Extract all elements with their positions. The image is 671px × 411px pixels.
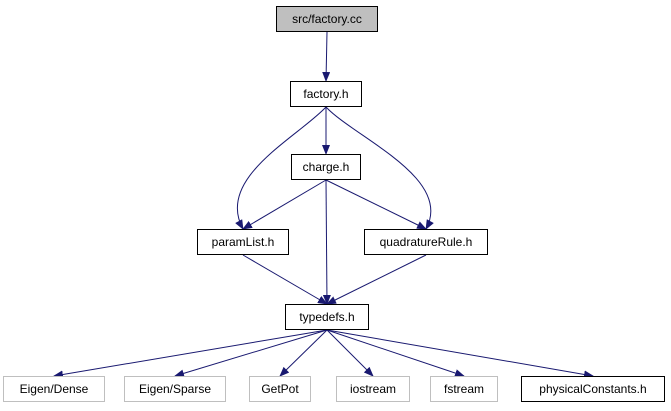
node-physicalconstants-h[interactable]: physicalConstants.h	[521, 376, 665, 402]
node-label: paramList.h	[211, 235, 275, 249]
node-iostream: iostream	[336, 376, 410, 402]
edge-factory-h-to-quadrature-h	[325, 106, 434, 230]
edge-typedefs-h-to-eigen-dense	[53, 329, 328, 379]
node-charge-h[interactable]: charge.h	[291, 154, 361, 180]
node-quadraturerule-h[interactable]: quadratureRule.h	[364, 229, 488, 255]
edge-charge-h-to-quadrature-h	[325, 179, 427, 230]
node-typedefs-h[interactable]: typedefs.h	[285, 304, 369, 330]
node-label: Eigen/Dense	[19, 382, 89, 396]
node-label: factory.h	[303, 87, 349, 101]
node-label: physicalConstants.h	[539, 382, 647, 396]
edge-paramlist-h-to-typedefs-h	[242, 254, 328, 305]
node-label: charge.h	[302, 160, 350, 174]
node-label: fstream	[443, 382, 484, 396]
edge-charge-h-to-paramlist-h	[242, 179, 327, 230]
node-label: GetPot	[261, 382, 299, 396]
node-factory-h[interactable]: factory.h	[290, 81, 362, 107]
node-getpot: GetPot	[249, 376, 311, 402]
edge-quadrature-h-to-typedefs-h	[326, 254, 427, 305]
node-label: src/factory.cc	[292, 12, 362, 26]
node-eigen-dense: Eigen/Dense	[3, 376, 105, 402]
edge-typedefs-h-to-iostream	[326, 329, 374, 377]
edge-factory-cc-to-factory-h	[322, 31, 331, 82]
node-eigen-sparse: Eigen/Sparse	[124, 376, 226, 402]
edge-charge-h-to-typedefs-h	[322, 179, 331, 305]
edge-typedefs-h-to-getpot	[279, 329, 328, 377]
node-fstream: fstream	[430, 376, 498, 402]
node-paramlist-h[interactable]: paramList.h	[197, 229, 289, 255]
node-label: iostream	[349, 382, 396, 396]
node-label: typedefs.h	[299, 310, 355, 324]
node-factory-cc: src/factory.cc	[276, 6, 378, 32]
edge-typedefs-h-to-physconst-h	[326, 329, 594, 379]
edge-typedefs-h-to-fstream	[326, 329, 465, 377]
node-label: Eigen/Sparse	[138, 382, 212, 396]
node-label: quadratureRule.h	[379, 235, 473, 249]
edge-typedefs-h-to-eigen-sparse	[174, 329, 328, 378]
edge-factory-h-to-paramlist-h	[235, 106, 327, 230]
